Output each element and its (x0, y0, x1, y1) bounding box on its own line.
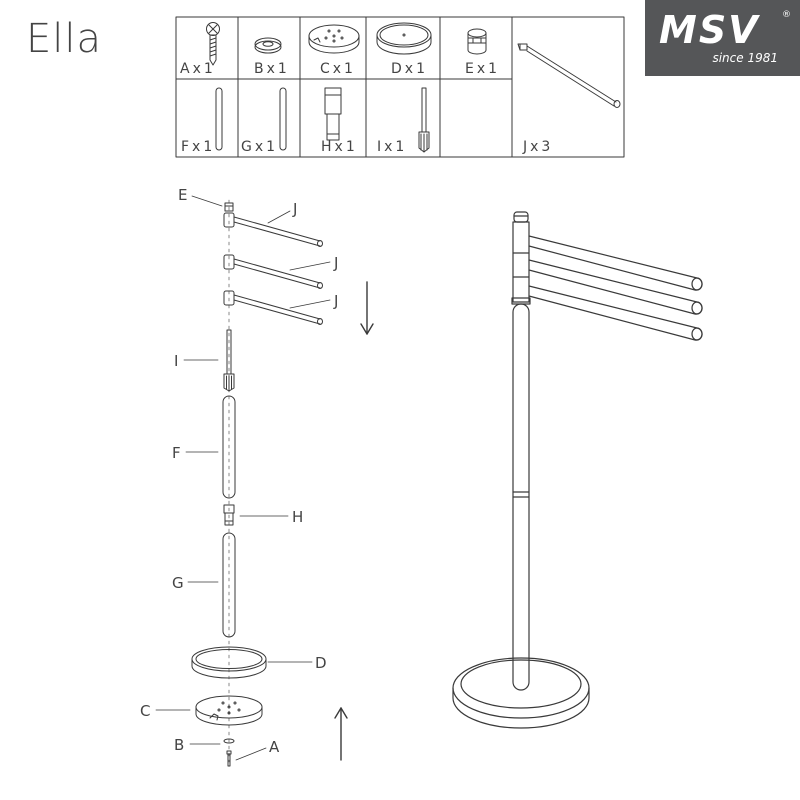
callout-g: G (172, 574, 184, 592)
callout-j-3: J (333, 292, 338, 310)
part-h-label: Hx1 (321, 139, 358, 155)
assembled-stand (452, 211, 703, 729)
part-b-label: Bx1 (254, 61, 290, 77)
product-title: Ella (26, 16, 103, 62)
part-d-label: Dx1 (391, 61, 428, 77)
part-h-connector-icon (324, 87, 342, 141)
exploded-tube-f (222, 395, 236, 499)
exploded-connector-h (223, 504, 235, 526)
exploded-arm-1 (223, 212, 323, 247)
part-j-label: Jx3 (522, 139, 553, 155)
exploded-rod-i (223, 329, 235, 392)
callout-e: E (178, 186, 187, 204)
part-e-label: Ex1 (465, 61, 500, 77)
brand-name: MSV (659, 8, 760, 52)
assembled-arm-3 (528, 285, 703, 341)
part-i-rod-icon (418, 87, 430, 153)
part-g-tube-icon (279, 87, 287, 151)
callout-b: B (174, 736, 184, 754)
down-arrow-icon (360, 281, 374, 335)
callout-leaders (155, 195, 331, 761)
part-f-tube-icon (215, 87, 223, 151)
callout-f: F (172, 444, 181, 462)
callout-d: D (315, 654, 327, 672)
callout-c: C (140, 702, 150, 720)
brand-logo: MSV ® since 1981 (645, 0, 800, 76)
parts-table (175, 16, 625, 158)
exploded-washer-b (223, 738, 235, 744)
brand-tagline: since 1981 (712, 51, 778, 65)
exploded-tube-g (222, 532, 236, 638)
part-c-plate-icon (308, 24, 360, 54)
part-d-base-cover-icon (376, 22, 432, 55)
part-j-arm-icon (517, 43, 621, 108)
exploded-plate-c (195, 695, 263, 726)
exploded-cover-d (191, 646, 267, 679)
part-a-screw-icon (206, 22, 220, 66)
assembled-arm-2 (528, 259, 703, 315)
exploded-arm-3 (223, 290, 323, 325)
callout-labels: E J J J I F H G D C B A (140, 186, 338, 756)
exploded-view (155, 195, 374, 767)
registered-mark: ® (782, 10, 791, 20)
callout-j-1: J (292, 200, 297, 218)
callout-h: H (292, 508, 303, 526)
part-g-label: Gx1 (241, 139, 278, 155)
part-b-washer-icon (254, 37, 282, 54)
callout-j-2: J (333, 254, 338, 272)
part-i-label: Ix1 (377, 139, 407, 155)
exploded-cap-e (224, 202, 234, 212)
exploded-arm-2 (223, 254, 323, 289)
assembled-pole (512, 303, 530, 691)
assembled-arm-1 (528, 235, 703, 291)
callout-i: I (174, 352, 178, 370)
up-arrow-icon (334, 707, 348, 761)
assembled-hubs (511, 211, 531, 305)
exploded-screw-a (226, 750, 232, 767)
part-c-label: Cx1 (320, 61, 356, 77)
callout-a: A (269, 738, 280, 756)
assembled-base (452, 657, 590, 729)
part-a-label: Ax1 (180, 61, 216, 77)
part-f-label: Fx1 (181, 139, 215, 155)
part-e-cap-icon (467, 28, 487, 55)
